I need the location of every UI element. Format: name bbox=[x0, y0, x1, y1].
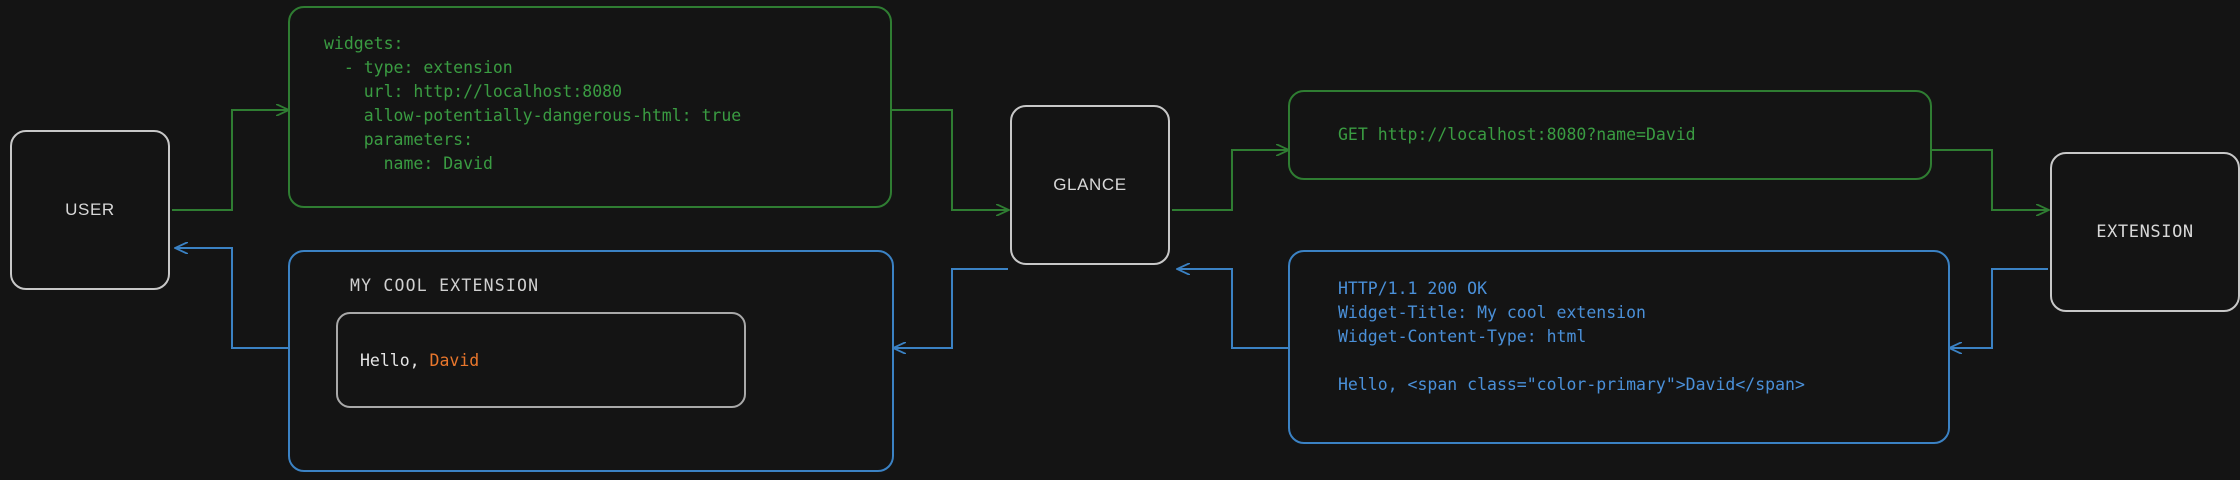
config-yaml-text: widgets: - type: extension url: http://l… bbox=[324, 34, 742, 173]
node-user-label: USER bbox=[65, 200, 115, 219]
card-http-response[interactable]: HTTP/1.1 200 OK Widget-Title: My cool ex… bbox=[1288, 250, 1950, 444]
http-request-text: GET http://localhost:8080?name=David bbox=[1338, 125, 1696, 144]
http-response-text: HTTP/1.1 200 OK Widget-Title: My cool ex… bbox=[1338, 279, 1805, 394]
node-extension-label: EXTENSION bbox=[2096, 222, 2194, 242]
edge-rendered-widget-to-user bbox=[176, 248, 288, 349]
widget-content-card: Hello, David bbox=[336, 312, 746, 408]
edge-glance-to-rendered-widget bbox=[894, 268, 1008, 348]
edge-user-to-config bbox=[172, 110, 288, 211]
node-user[interactable]: USER bbox=[10, 130, 170, 290]
widget-greeting-prefix: Hello, bbox=[360, 350, 430, 370]
card-config[interactable]: widgets: - type: extension url: http://l… bbox=[288, 6, 892, 208]
edge-extension-to-http-response bbox=[1950, 268, 2048, 348]
node-glance-label: GLANCE bbox=[1053, 175, 1127, 194]
node-glance[interactable]: GLANCE bbox=[1010, 105, 1170, 265]
edge-glance-to-http-request bbox=[1172, 150, 1288, 211]
widget-greeting-name: David bbox=[429, 350, 480, 370]
card-http-request[interactable]: GET http://localhost:8080?name=David bbox=[1288, 90, 1932, 180]
edge-config-to-glance bbox=[892, 109, 1008, 210]
edge-http-response-to-glance bbox=[1178, 269, 1288, 349]
node-extension[interactable]: EXTENSION bbox=[2050, 152, 2240, 312]
widget-title: MY COOL EXTENSION bbox=[350, 276, 540, 295]
edge-http-request-to-extension bbox=[1932, 149, 2048, 210]
card-rendered-widget[interactable]: MY COOL EXTENSION Hello, David bbox=[288, 250, 894, 472]
